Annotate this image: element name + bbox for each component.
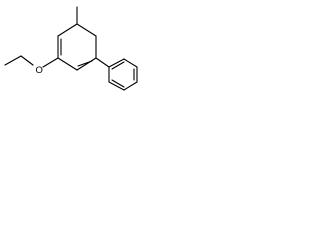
phenyl-inner-bond-3 <box>111 79 125 88</box>
cyclohexadiene-ring <box>57 23 97 71</box>
ethyl-terminal-bond <box>4 55 22 66</box>
ring-bond-c3-c4 <box>76 57 97 71</box>
ring-bond-c4-c5 <box>57 57 78 71</box>
oxygen-atom-label: O <box>36 65 43 76</box>
ring-bond-c6-c1 <box>57 23 78 37</box>
c-o-bond <box>42 57 59 68</box>
phenyl-bond-4 <box>123 81 138 91</box>
molecule-structure: O <box>4 6 138 91</box>
ring-to-phenyl-bond <box>95 57 110 68</box>
phenyl-inner-bond-1 <box>111 61 125 70</box>
ring-bond-c4-c4-inner <box>77 60 93 67</box>
phenyl-bond-5 <box>108 81 125 91</box>
ring-bond-c1-c2 <box>76 23 97 37</box>
phenyl-bond-1 <box>108 58 125 68</box>
phenyl-bond-2 <box>123 58 138 68</box>
phenyl-ring <box>95 57 138 91</box>
o-ethyl-bond <box>20 55 34 66</box>
ethoxy-group: O <box>4 55 59 76</box>
